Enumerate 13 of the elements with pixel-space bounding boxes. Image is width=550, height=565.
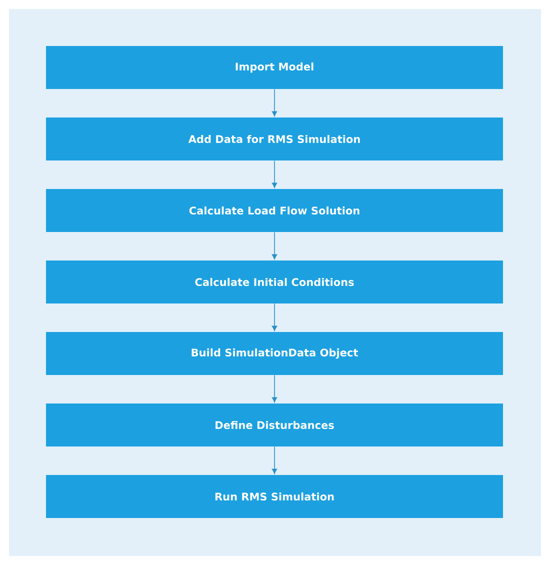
arrow <box>272 88 278 116</box>
process-box: Import Model <box>46 46 503 89</box>
arrow <box>272 232 278 260</box>
process-box: Run RMS Simulation <box>46 475 503 518</box>
process-box: Define Disturbances <box>46 404 503 446</box>
process-box: Calculate Initial Conditions <box>46 260 503 304</box>
arrow <box>272 160 278 188</box>
arrow <box>272 446 278 474</box>
process-box: Add Data for RMS Simulation <box>46 118 503 160</box>
arrow <box>272 374 278 402</box>
process-box: Calculate Load Flow Solution <box>46 189 503 232</box>
arrow <box>272 303 278 331</box>
process-box: Build SimulationData Object <box>46 332 503 375</box>
